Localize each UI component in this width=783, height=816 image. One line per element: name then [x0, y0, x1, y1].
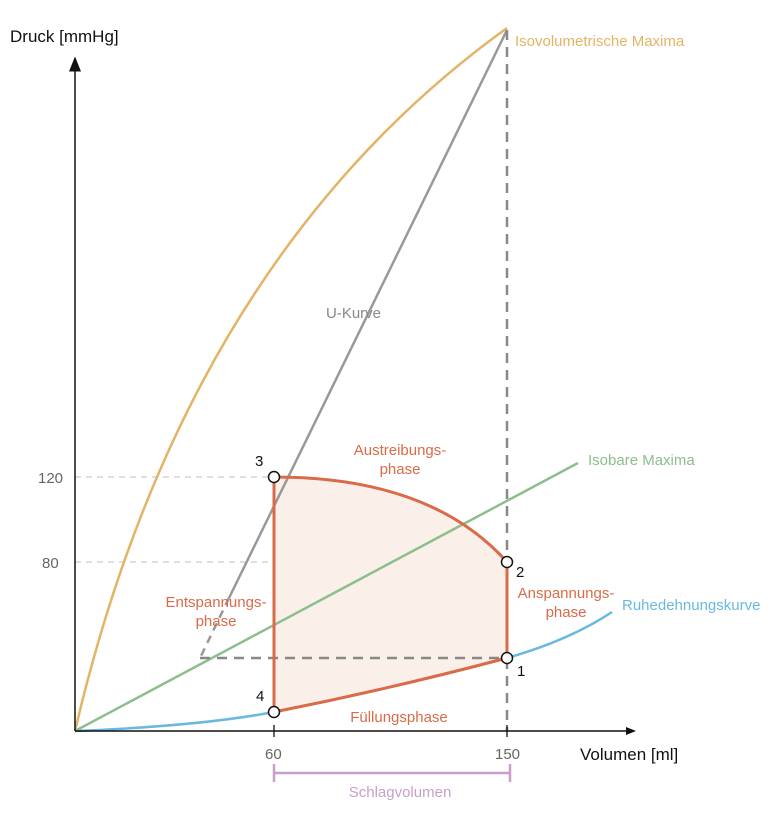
x-axis-title: Volumen [ml] [580, 745, 678, 764]
u-curve-dash [198, 597, 231, 659]
isobaric-maxima-curve [74, 461, 579, 733]
work-loop-fill [274, 477, 507, 712]
x-axis-arrowhead [626, 727, 636, 735]
x-tick-60: 60 [265, 746, 282, 763]
y-axis-title: Druck [mmHg] [10, 27, 119, 46]
point-4-marker [267, 705, 281, 719]
point-1-marker [500, 651, 514, 665]
point-2-label: 2 [516, 564, 524, 581]
y-tick-80: 80 [42, 555, 59, 572]
contraction-label-line1: Anspannungs- [518, 585, 615, 602]
relaxation-label-line1: Entspannungs- [166, 594, 267, 611]
point-3-marker [267, 470, 281, 484]
y-tick-120: 120 [38, 470, 63, 487]
stroke-volume-label: Schlagvolumen [349, 784, 452, 801]
resting-label: Ruhedehnungskurve [622, 597, 760, 614]
point-1-label: 1 [517, 663, 525, 680]
contraction-label-line2: phase [546, 604, 587, 621]
ejection-label-line1: Austreibungs- [354, 442, 447, 459]
point-4-label: 4 [256, 688, 264, 705]
u-curve-label: U-Kurve [326, 305, 381, 322]
isobaric-label: Isobare Maxima [588, 452, 695, 469]
ejection-label-line2: phase [380, 461, 421, 478]
isovolumetric-maxima-curve [73, 26, 508, 732]
relaxation-label-line2: phase [196, 613, 237, 630]
filling-label: Füllungsphase [350, 709, 448, 726]
point-2-marker [500, 555, 514, 569]
isovolumetric-label: Isovolumetrische Maxima [515, 33, 685, 50]
work-loop-outline [272, 475, 509, 714]
x-tick-150: 150 [495, 746, 520, 763]
point-3-label: 3 [255, 453, 263, 470]
